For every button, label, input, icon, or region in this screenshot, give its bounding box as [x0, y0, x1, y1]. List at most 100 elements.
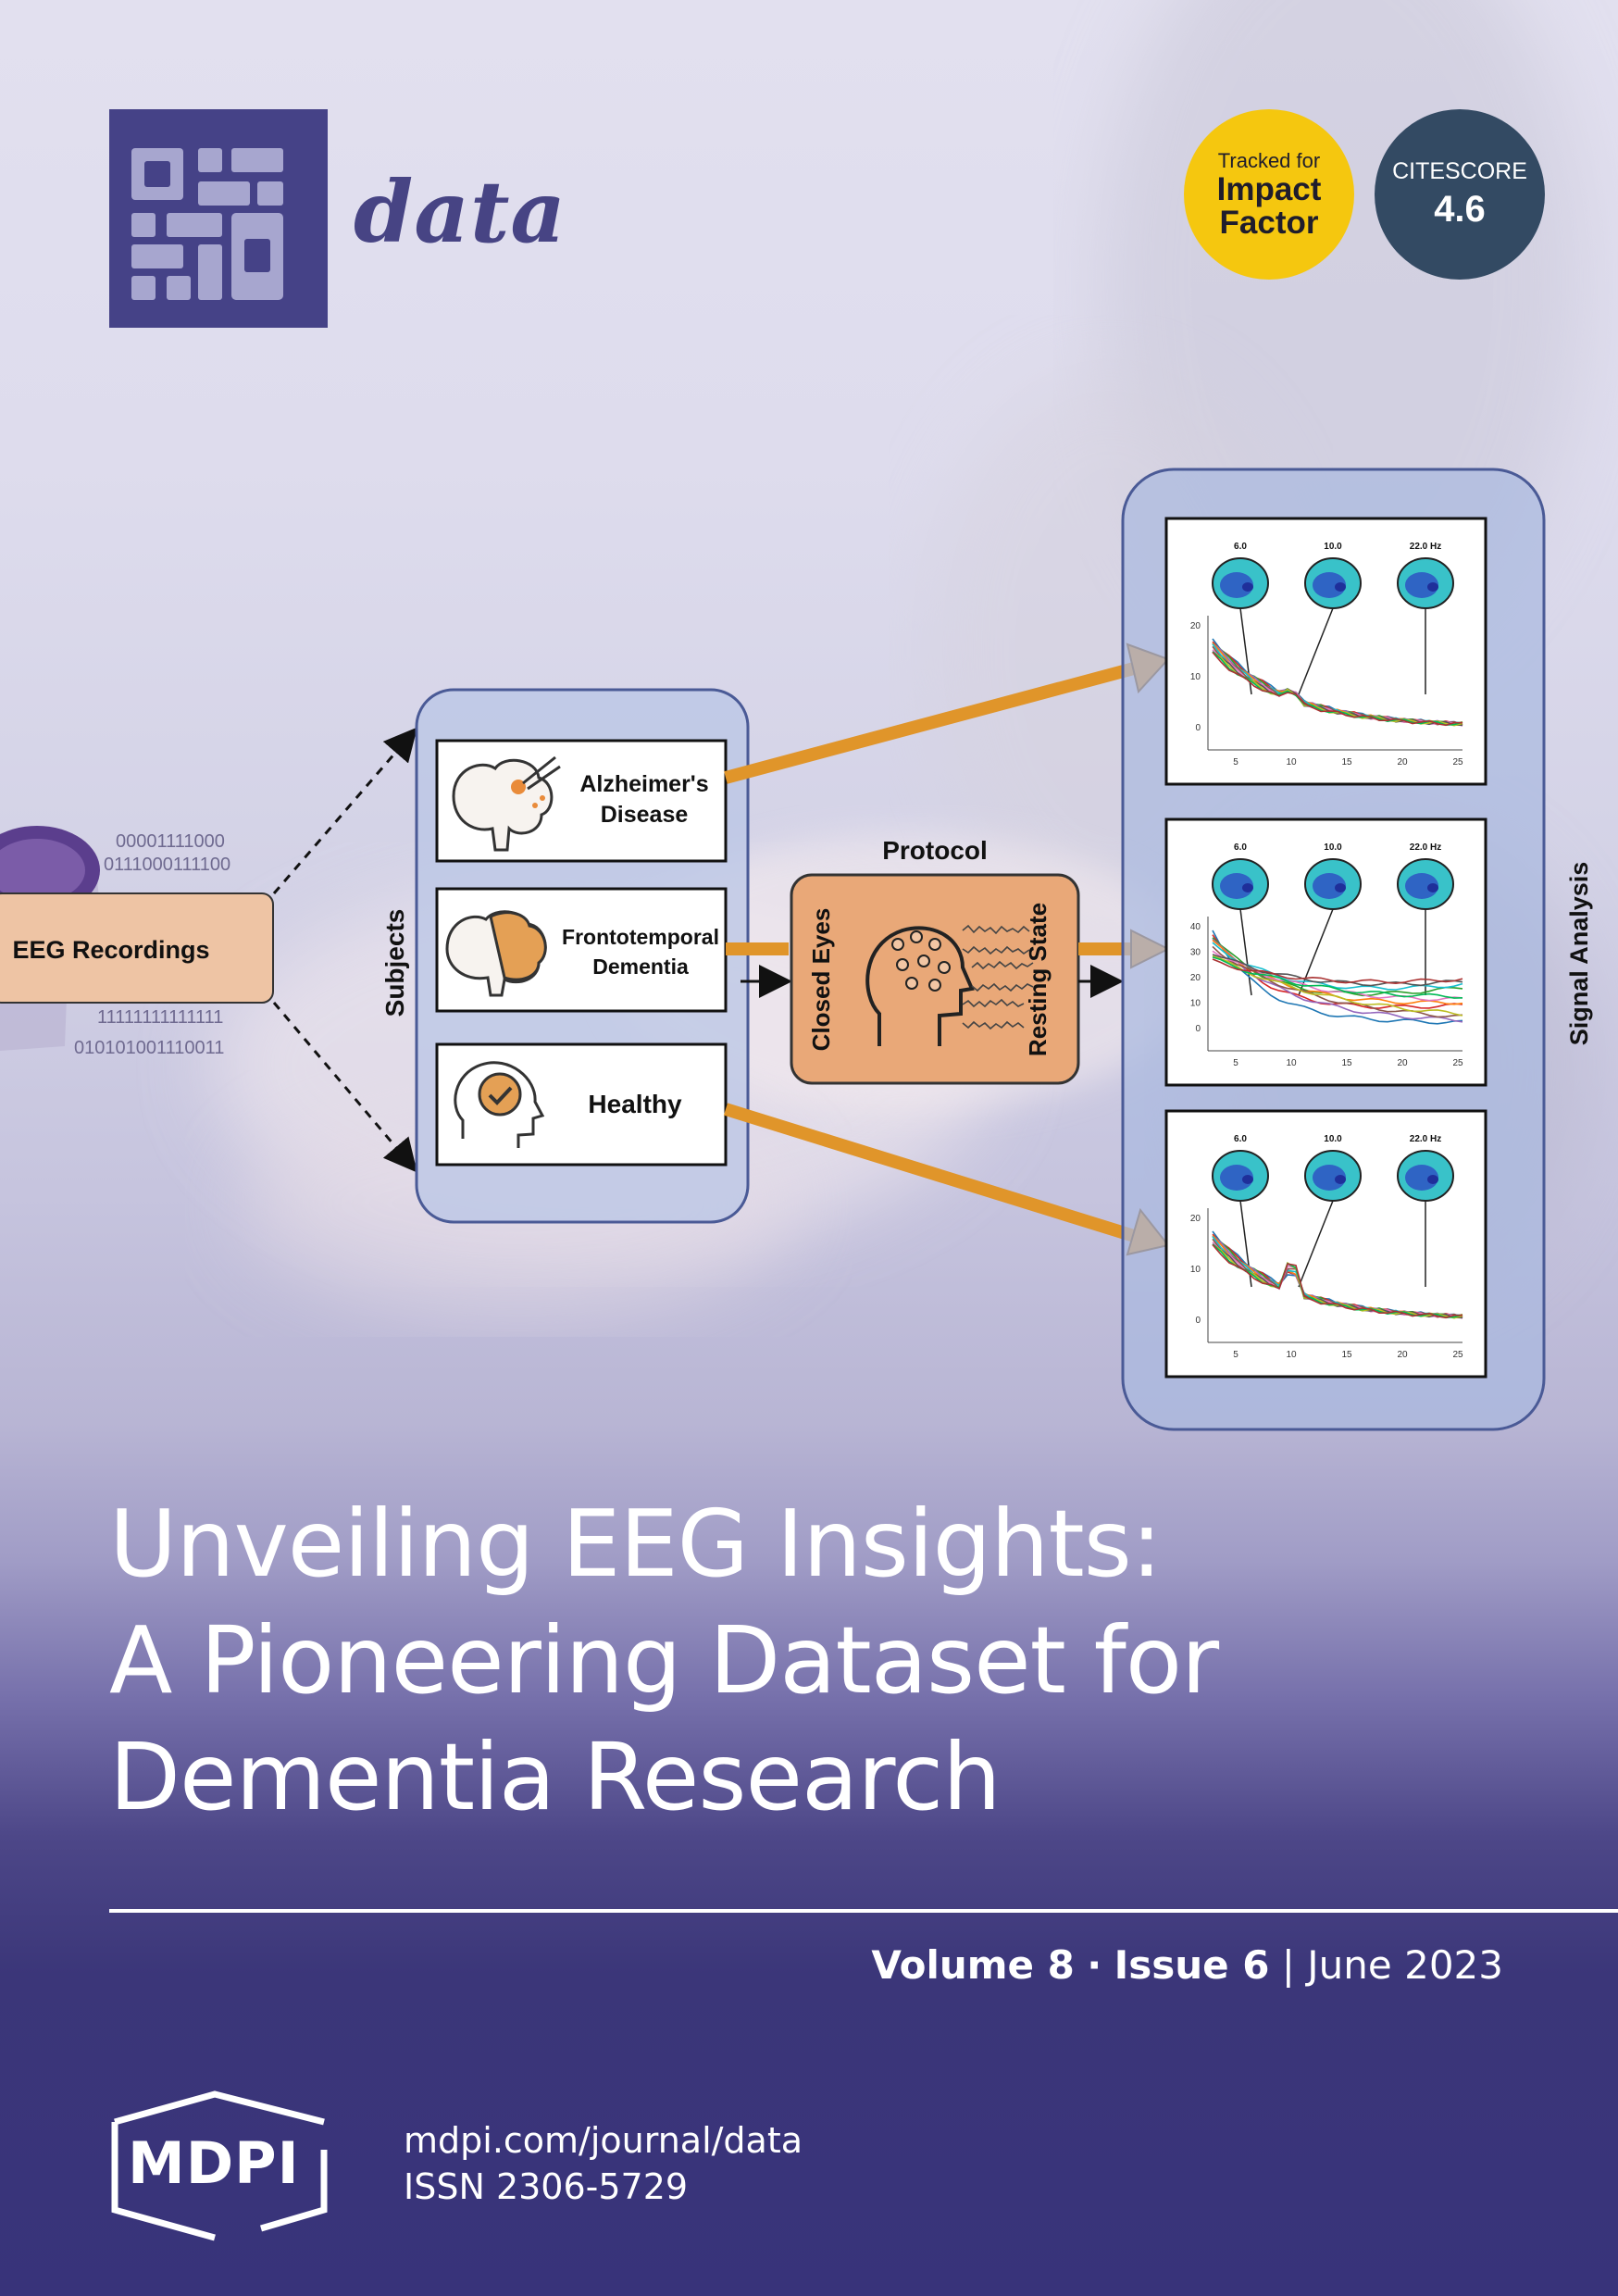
topomap-dot — [1427, 1175, 1438, 1184]
frequency-label: 22.0 Hz — [1410, 842, 1441, 853]
citescore-label: CITESCORE — [1392, 158, 1527, 184]
x-tick-label: 15 — [1341, 1350, 1352, 1360]
title-line-2: A Pioneering Dataset for — [109, 1606, 1219, 1715]
topomap-core — [1220, 873, 1253, 899]
subject-alzheimers-line1: Alzheimer's — [579, 771, 708, 797]
x-tick-label: 25 — [1452, 757, 1463, 767]
topomap-dot — [1427, 582, 1438, 592]
x-tick-label: 10 — [1286, 1058, 1297, 1068]
topomap-dot — [1335, 582, 1346, 592]
y-tick-label: 10 — [1190, 672, 1201, 682]
issue-bar: | — [1281, 1942, 1295, 1988]
subject-card-alzheimers: Alzheimer's Disease — [435, 739, 728, 863]
topomap-core — [1313, 1165, 1346, 1191]
topomap-core — [1313, 572, 1346, 598]
alzheimers-arrow-shaft — [724, 662, 1136, 784]
topomap-dot — [1242, 582, 1253, 592]
binary-line-4: 11111111111111 — [97, 1007, 223, 1028]
impact-factor-badge: Tracked for Impact Factor — [1184, 109, 1354, 280]
topomap-core — [1313, 873, 1346, 899]
spectrum-curve — [1212, 956, 1463, 999]
topomap-connector — [1298, 1200, 1334, 1288]
eeg-recordings-label: EEG Recordings — [12, 936, 209, 964]
topomap-core — [1220, 572, 1253, 598]
topomap-connector — [1239, 908, 1252, 996]
x-tick-label: 10 — [1286, 1350, 1297, 1360]
topomap-connector — [1298, 607, 1334, 695]
healthy-arrow-shaft — [723, 1103, 1137, 1242]
subject-healthy-label: Healthy — [588, 1090, 682, 1118]
topomap-dot — [1335, 883, 1346, 892]
y-tick-label: 10 — [1190, 1265, 1201, 1275]
issue-separator: · — [1087, 1942, 1102, 1988]
y-tick-label: 20 — [1190, 1214, 1201, 1224]
subject-alzheimers-line2: Disease — [601, 802, 689, 828]
impact-factor-line1: Tracked for — [1217, 149, 1321, 172]
subject-frontotemporal-line1: Frontotemporal — [562, 925, 719, 949]
journal-issn: ISSN 2306-5729 — [404, 2166, 689, 2207]
frequency-label: 10.0 — [1324, 542, 1342, 552]
spectrum-curve — [1212, 1243, 1462, 1319]
subject-card-healthy: Healthy — [435, 1042, 728, 1167]
journal-name: data — [354, 162, 567, 262]
spectrum-panels: 6.0 10.0 22.0 Hz 20 10 0 5 10 15 20 25 6.0 10.0 22.0 … — [1164, 517, 1487, 1379]
spectrum-curve — [1212, 954, 1463, 987]
impact-factor-line3: Factor — [1219, 205, 1319, 241]
impact-factor-line2: Impact — [1216, 171, 1322, 207]
spectrum-curve — [1212, 651, 1462, 727]
x-tick-label: 15 — [1341, 1058, 1352, 1068]
dashed-arrow-down — [272, 1002, 417, 1173]
issue-info: Volume 8 · Issue 6 | June 2023 — [871, 1942, 1503, 1988]
mdpi-hexagon-icon — [111, 2090, 328, 2241]
x-tick-label: 5 — [1233, 1350, 1238, 1360]
x-tick-label: 15 — [1341, 757, 1352, 767]
spectrum-curve — [1212, 958, 1463, 985]
eeg-recordings-box — [0, 892, 274, 1004]
journal-url[interactable]: mdpi.com/journal/data — [404, 2120, 803, 2161]
title-line-3: Dementia Research — [109, 1723, 1002, 1831]
binary-line-5: 010101001110011 — [74, 1038, 224, 1058]
citescore-value: 4.6 — [1434, 189, 1486, 230]
topomap-core — [1220, 1165, 1253, 1191]
signal-analysis-label: Signal Analysis — [1565, 862, 1593, 1046]
topomap-dot — [1427, 883, 1438, 892]
topomap-dot — [1242, 883, 1253, 892]
issue-date: June 2023 — [1307, 1942, 1503, 1988]
frequency-label: 10.0 — [1324, 842, 1342, 853]
frequency-label: 22.0 Hz — [1410, 1134, 1441, 1144]
resting-state-label: Resting State — [1024, 903, 1052, 1056]
journal-logo — [109, 109, 328, 328]
frequency-label: 22.0 Hz — [1410, 542, 1441, 552]
frequency-label: 6.0 — [1234, 1134, 1247, 1144]
frequency-label: 6.0 — [1234, 842, 1247, 853]
x-tick-label: 25 — [1452, 1058, 1463, 1068]
topomap-core — [1405, 1165, 1438, 1191]
y-tick-label: 20 — [1190, 973, 1201, 983]
citescore-badge: CITESCORE 4.6 — [1375, 109, 1545, 280]
x-tick-label: 20 — [1397, 757, 1408, 767]
closed-eyes-label: Closed Eyes — [807, 908, 835, 1052]
volume-label: Volume 8 — [871, 1942, 1075, 1988]
y-tick-label: 20 — [1190, 621, 1201, 631]
spectrum-curve — [1212, 955, 1463, 1017]
x-tick-label: 10 — [1286, 757, 1297, 767]
eeg-head-icon — [865, 926, 975, 1046]
x-tick-label: 5 — [1233, 757, 1238, 767]
binary-line-2: 0111000111100 — [104, 855, 230, 875]
x-tick-label: 20 — [1397, 1350, 1408, 1360]
protocol-label: Protocol — [882, 836, 988, 865]
y-tick-label: 30 — [1190, 948, 1201, 958]
frequency-label: 10.0 — [1324, 1134, 1342, 1144]
subject-card-frontotemporal: Frontotemporal Dementia — [435, 887, 728, 1013]
healthy-head-icon — [454, 1061, 545, 1148]
mdpi-logo-text: MDPI — [128, 2129, 300, 2197]
y-tick-label: 0 — [1195, 1024, 1201, 1034]
subjects-label: Subjects — [380, 909, 409, 1017]
subject-frontotemporal-line2: Dementia — [592, 955, 689, 979]
y-tick-label: 10 — [1190, 999, 1201, 1009]
eeg-signal-lines — [962, 924, 1034, 1030]
x-tick-label: 5 — [1233, 1058, 1238, 1068]
